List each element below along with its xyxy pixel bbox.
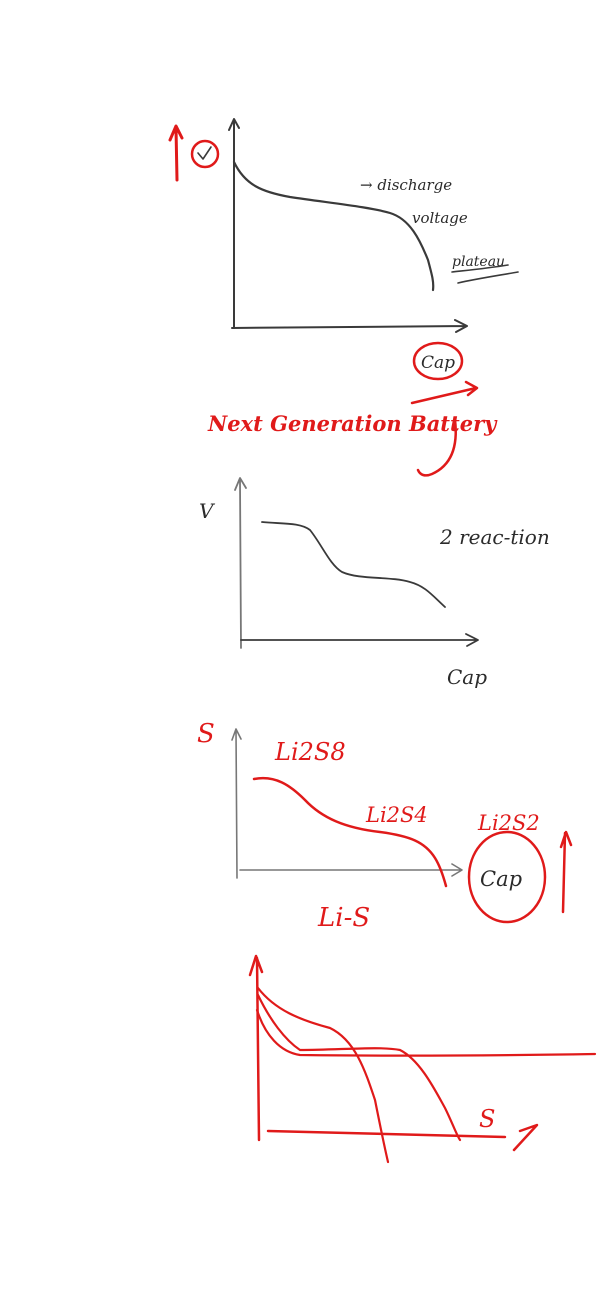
label-li2s4: Li2S4 bbox=[365, 803, 428, 827]
note-two-reaction: 2 reac-tion bbox=[439, 525, 550, 549]
sketch-li-s: S Li2S8 Li2S4 Li2S2 Cap Li-S bbox=[197, 719, 573, 933]
x-label-cap-1: Cap bbox=[421, 353, 455, 373]
circle-around-cap-label bbox=[412, 341, 464, 381]
y-label-v: V bbox=[199, 499, 216, 523]
x-axis-1 bbox=[231, 319, 468, 333]
sketch-discharge-plateau: → discharge voltage plateau Cap bbox=[168, 118, 519, 381]
y-axis-4 bbox=[248, 954, 264, 1142]
x-label-cap-3: Cap bbox=[480, 867, 522, 891]
heading-arrow-icon bbox=[410, 380, 479, 405]
li-s-curve bbox=[252, 776, 448, 888]
label-li2s8: Li2S8 bbox=[274, 738, 346, 766]
annotation-plateau: plateau bbox=[452, 254, 505, 270]
heading-hook-stroke bbox=[416, 418, 457, 477]
curve-3 bbox=[255, 1008, 597, 1057]
y-axis-1 bbox=[228, 118, 240, 329]
two-step-curve bbox=[261, 521, 446, 608]
annotation-voltage: voltage bbox=[412, 209, 468, 227]
circle-around-cap-label-3 bbox=[467, 830, 547, 924]
x-axis-3 bbox=[239, 863, 463, 877]
red-up-arrow-icon bbox=[168, 124, 184, 182]
title-li-s: Li-S bbox=[317, 903, 370, 933]
x-axis-4 bbox=[266, 1129, 507, 1139]
y-axis-2 bbox=[234, 477, 247, 649]
sketch-two-reaction: V 2 reac-tion Cap bbox=[199, 477, 550, 689]
red-up-arrow-icon-right bbox=[559, 830, 573, 914]
curve-1 bbox=[256, 986, 390, 1164]
curve-2 bbox=[256, 993, 462, 1142]
x-label-s: S bbox=[479, 1105, 495, 1133]
x-label-cap-2: Cap bbox=[447, 665, 487, 689]
sketch-multi-curves: S bbox=[248, 954, 597, 1164]
annotation-discharge: → discharge bbox=[360, 176, 452, 194]
x-axis-2 bbox=[240, 633, 479, 647]
y-label-s: S bbox=[197, 719, 215, 749]
y-axis-3 bbox=[231, 728, 242, 879]
discharge-curve bbox=[232, 160, 435, 292]
plateau-underline bbox=[451, 264, 519, 284]
heading-text: Next Generation Battery bbox=[207, 411, 498, 436]
circled-check-icon bbox=[190, 139, 220, 169]
check-icon bbox=[197, 146, 212, 160]
heading-next-generation: Next Generation Battery bbox=[207, 380, 498, 477]
x-axis-arrow-icon bbox=[512, 1123, 539, 1152]
